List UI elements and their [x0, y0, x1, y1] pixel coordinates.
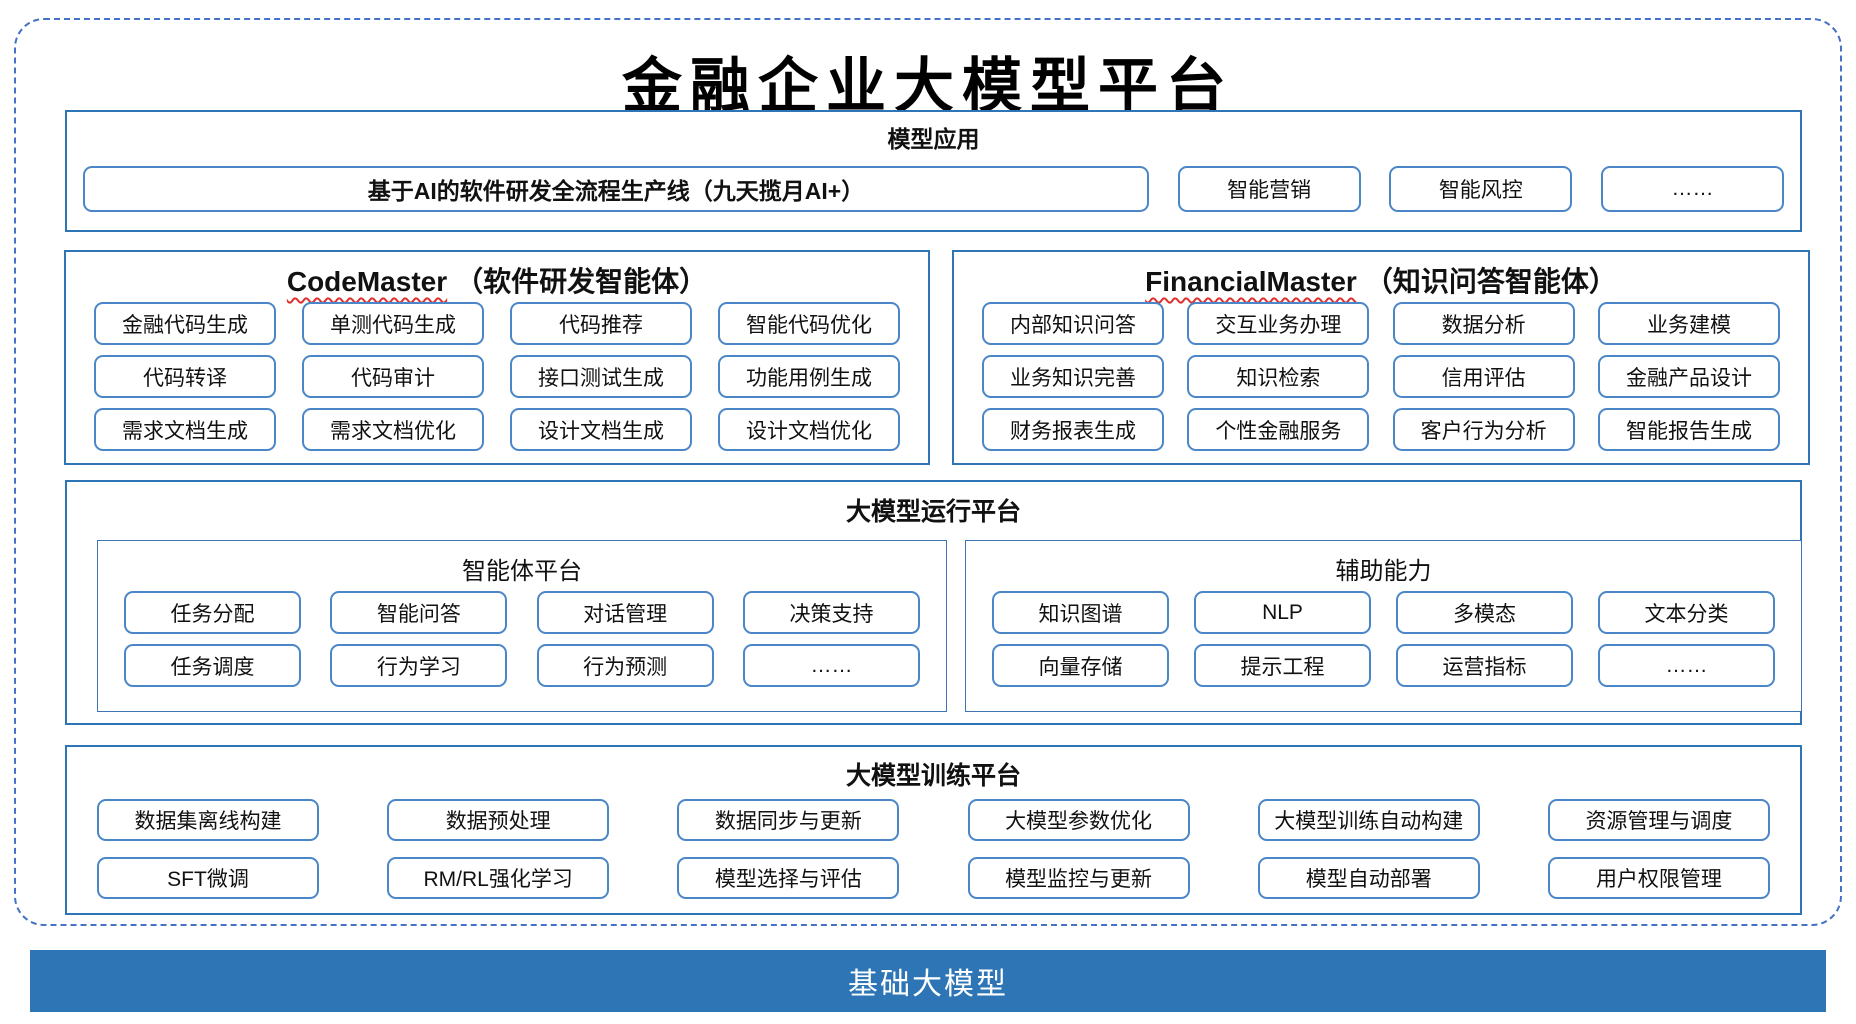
capability-button[interactable]: 向量存储 — [992, 644, 1169, 687]
financialmaster-subtitle: （知识问答智能体） — [1364, 266, 1617, 297]
capability-button[interactable]: 大模型参数优化 — [967, 799, 1190, 841]
codemaster-grid: 金融代码生成单测代码生成代码推荐智能代码优化代码转译代码审计接口测试生成功能用例… — [66, 300, 928, 451]
agent-platform-header: 智能体平台 — [462, 558, 582, 585]
capability-row: 知识图谱 NLP 多模态文本分类 — [992, 591, 1775, 634]
capability-button[interactable]: 智能代码优化 — [718, 302, 900, 345]
capability-button[interactable]: 对话管理 — [536, 591, 714, 634]
runtime-platform-header: 大模型运行平台 — [845, 498, 1021, 526]
capability-button[interactable]: 资源管理与调度 — [1547, 799, 1770, 841]
auxiliary-capabilities-grid: 知识图谱 NLP 多模态文本分类向量存储提示工程运营指标 …… — [966, 591, 1801, 687]
app-button-ellipsis[interactable]: …… — [1600, 166, 1784, 212]
capability-button[interactable]: 知识图谱 — [992, 591, 1169, 634]
capability-button[interactable]: 数据预处理 — [387, 799, 610, 841]
financialmaster-name: FinancialMaster — [1145, 266, 1357, 297]
capability-button[interactable]: 运营指标 — [1396, 644, 1573, 687]
section-training-platform: 大模型训练平台 数据集离线构建 数据预处理 数据同步与更新 大模型参数优化 大模型训练自… — [65, 745, 1802, 915]
codemaster-header: CodeMaster（软件研发智能体） — [66, 252, 928, 300]
app-button-ai-pipeline[interactable]: 基于AI的软件研发全流程生产线（九天揽月AI+） — [83, 166, 1149, 212]
capability-button[interactable]: 设计文档生成 — [510, 408, 692, 451]
capability-button[interactable]: 单测代码生成 — [302, 302, 484, 345]
capability-button[interactable]: 行为学习 — [330, 644, 508, 687]
app-button-marketing[interactable]: 智能营销 — [1177, 166, 1361, 212]
financialmaster-grid: 内部知识问答交互业务办理数据分析业务建模业务知识完善知识检索信用评估金融产品设计… — [954, 300, 1808, 451]
capability-button[interactable]: 金融产品设计 — [1597, 355, 1780, 398]
capability-button[interactable]: 财务报表生成 — [982, 408, 1164, 451]
capability-button[interactable]: 业务知识完善 — [982, 355, 1164, 398]
capability-button[interactable]: 业务建模 — [1597, 302, 1780, 345]
training-platform-header: 大模型训练平台 — [845, 762, 1021, 790]
app-button-risk-control[interactable]: 智能风控 — [1389, 166, 1573, 212]
capability-button[interactable]: 智能问答 — [330, 591, 508, 634]
capability-button[interactable]: 代码审计 — [302, 355, 484, 398]
capability-row: 任务调度行为学习行为预测 …… — [124, 644, 920, 687]
capability-button[interactable]: 模型选择与评估 — [677, 857, 900, 899]
capability-button[interactable]: 模型监控与更新 — [967, 857, 1190, 899]
capability-button[interactable]: 需求文档生成 — [94, 408, 276, 451]
capability-button[interactable]: 功能用例生成 — [718, 355, 900, 398]
capability-button[interactable]: 个性金融服务 — [1187, 408, 1370, 451]
capability-button[interactable]: …… — [1598, 644, 1775, 687]
capability-button[interactable]: 内部知识问答 — [982, 302, 1164, 345]
capability-button[interactable]: …… — [742, 644, 920, 687]
capability-row: 财务报表生成个性金融服务客户行为分析智能报告生成 — [982, 408, 1780, 451]
capability-button[interactable]: 代码转译 — [94, 355, 276, 398]
capability-button[interactable]: 决策支持 — [742, 591, 920, 634]
capability-button[interactable]: 代码推荐 — [510, 302, 692, 345]
capability-button[interactable]: NLP — [1194, 591, 1371, 634]
capability-button[interactable]: 接口测试生成 — [510, 355, 692, 398]
capability-button[interactable]: 行为预测 — [536, 644, 714, 687]
model-applications-row: 基于AI的软件研发全流程生产线（九天揽月AI+） 智能营销 智能风控 …… — [67, 166, 1800, 212]
section-runtime-platform: 大模型运行平台 智能体平台 任务分配智能问答对话管理决策支持任务调度行为学习行为… — [65, 480, 1802, 725]
capability-button[interactable]: 设计文档优化 — [718, 408, 900, 451]
capability-button[interactable]: 需求文档优化 — [302, 408, 484, 451]
training-platform-grid: 数据集离线构建 数据预处理 数据同步与更新 大模型参数优化 大模型训练自动构建 资源管理与… — [67, 799, 1800, 899]
capability-button[interactable]: 任务分配 — [124, 591, 301, 634]
capability-row: 向量存储提示工程运营指标 …… — [992, 644, 1775, 687]
auxiliary-capabilities-header: 辅助能力 — [1335, 558, 1432, 585]
section-financialmaster: FinancialMaster（知识问答智能体） 内部知识问答交互业务办理数据分… — [952, 250, 1810, 465]
model-applications-header: 模型应用 — [887, 126, 980, 152]
capability-button[interactable]: SFT微调 — [97, 857, 319, 899]
capability-row: SFT微调 RM/RL强化学习 模型选择与评估 模型监控与更新 模型自动部署 用户权限管理 — [97, 857, 1770, 899]
capability-button[interactable]: 数据集离线构建 — [97, 799, 319, 841]
codemaster-name: CodeMaster — [286, 266, 448, 297]
section-codemaster: CodeMaster（软件研发智能体） 金融代码生成单测代码生成代码推荐智能代码… — [64, 250, 930, 465]
financialmaster-header: FinancialMaster（知识问答智能体） — [954, 252, 1808, 300]
subsection-agent-platform: 智能体平台 任务分配智能问答对话管理决策支持任务调度行为学习行为预测…… — [97, 540, 947, 712]
capability-row: 任务分配智能问答对话管理决策支持 — [124, 591, 920, 634]
capability-button[interactable]: 知识检索 — [1187, 355, 1370, 398]
capability-row: 金融代码生成单测代码生成代码推荐智能代码优化 — [94, 302, 900, 345]
capability-button[interactable]: 文本分类 — [1598, 591, 1775, 634]
capability-button[interactable]: 客户行为分析 — [1392, 408, 1575, 451]
capability-button[interactable]: 大模型训练自动构建 — [1257, 799, 1480, 841]
capability-row: 代码转译代码审计接口测试生成功能用例生成 — [94, 355, 900, 398]
capability-row: 需求文档生成需求文档优化设计文档生成设计文档优化 — [94, 408, 900, 451]
capability-button[interactable]: 用户权限管理 — [1547, 857, 1770, 899]
agent-platform-grid: 任务分配智能问答对话管理决策支持任务调度行为学习行为预测…… — [98, 591, 946, 687]
capability-button[interactable]: 任务调度 — [124, 644, 301, 687]
capability-button[interactable]: 交互业务办理 — [1187, 302, 1370, 345]
capability-row: 数据集离线构建 数据预处理 数据同步与更新 大模型参数优化 大模型训练自动构建 资源管理与… — [97, 799, 1770, 841]
platform-dashed-border — [14, 18, 1842, 926]
codemaster-subtitle: （软件研发智能体） — [455, 266, 708, 297]
capability-button[interactable]: 智能报告生成 — [1597, 408, 1780, 451]
capability-button[interactable]: 数据分析 — [1392, 302, 1575, 345]
capability-row: 内部知识问答交互业务办理数据分析业务建模 — [982, 302, 1780, 345]
foundation-model-label: 基础大模型 — [848, 968, 1008, 1001]
capability-button[interactable]: 多模态 — [1396, 591, 1573, 634]
section-model-applications: 模型应用 基于AI的软件研发全流程生产线（九天揽月AI+） 智能营销 智能风控 … — [65, 110, 1802, 232]
capability-button[interactable]: 信用评估 — [1392, 355, 1575, 398]
capability-button[interactable]: 数据同步与更新 — [677, 799, 900, 841]
capability-row: 业务知识完善知识检索信用评估金融产品设计 — [982, 355, 1780, 398]
foundation-model-bar: 基础大模型 — [30, 950, 1826, 1012]
subsection-auxiliary-capabilities: 辅助能力 知识图谱 NLP 多模态文本分类向量存储提示工程运营指标 …… — [965, 540, 1802, 712]
capability-button[interactable]: 模型自动部署 — [1257, 857, 1480, 899]
capability-button[interactable]: RM/RL强化学习 — [387, 857, 610, 899]
capability-button[interactable]: 提示工程 — [1194, 644, 1371, 687]
capability-button[interactable]: 金融代码生成 — [94, 302, 276, 345]
